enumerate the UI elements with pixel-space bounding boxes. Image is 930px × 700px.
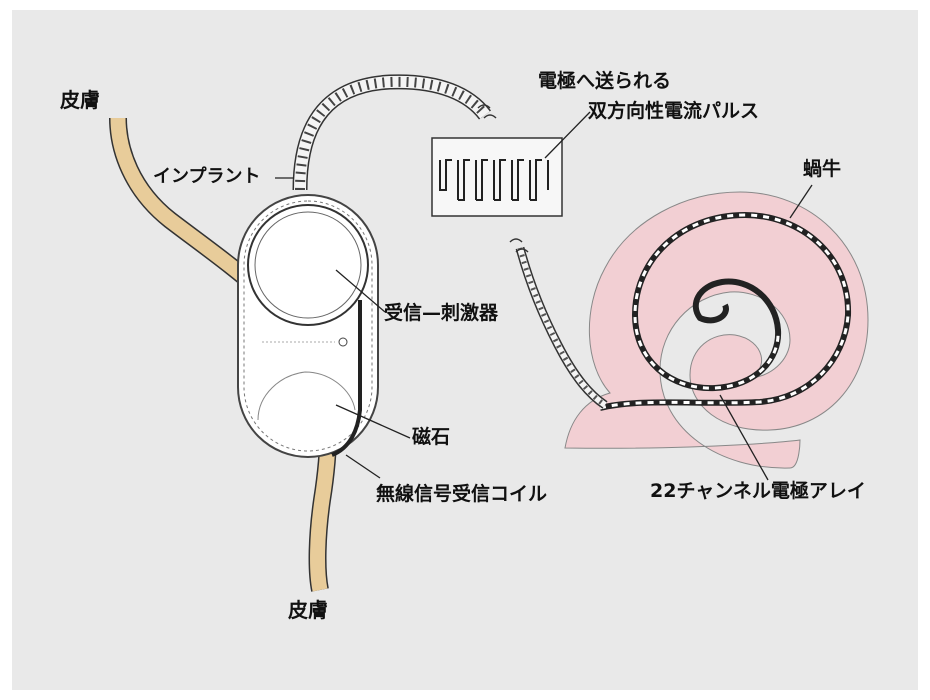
pulse-box — [431, 137, 563, 217]
skin-label-top: 皮膚 — [60, 88, 100, 112]
implant-label: インプラント — [153, 166, 261, 187]
receiver-coil-circle — [247, 204, 369, 326]
cochlea-label: 蝸牛 — [803, 158, 842, 180]
pulse-label-line1: 電極へ送られる — [538, 70, 672, 92]
magnet-label: 磁石 — [412, 426, 451, 448]
leader-lines — [275, 111, 813, 481]
diagram-background — [12, 10, 918, 690]
implant-body — [237, 194, 379, 458]
skin-label-bottom: 皮膚 — [288, 598, 328, 622]
coil-label: 無線信号受信コイル — [376, 483, 548, 505]
receiver-stimulator-label: 受信—刺激器 — [384, 302, 499, 324]
pulse-label-line2: 双方向性電流パルス — [588, 100, 760, 122]
pulse-waveform — [439, 159, 549, 201]
coil-edge — [331, 300, 362, 457]
electrode-array-label: 22チャンネル電極アレイ — [650, 480, 866, 502]
cochlea-shape — [564, 191, 869, 469]
